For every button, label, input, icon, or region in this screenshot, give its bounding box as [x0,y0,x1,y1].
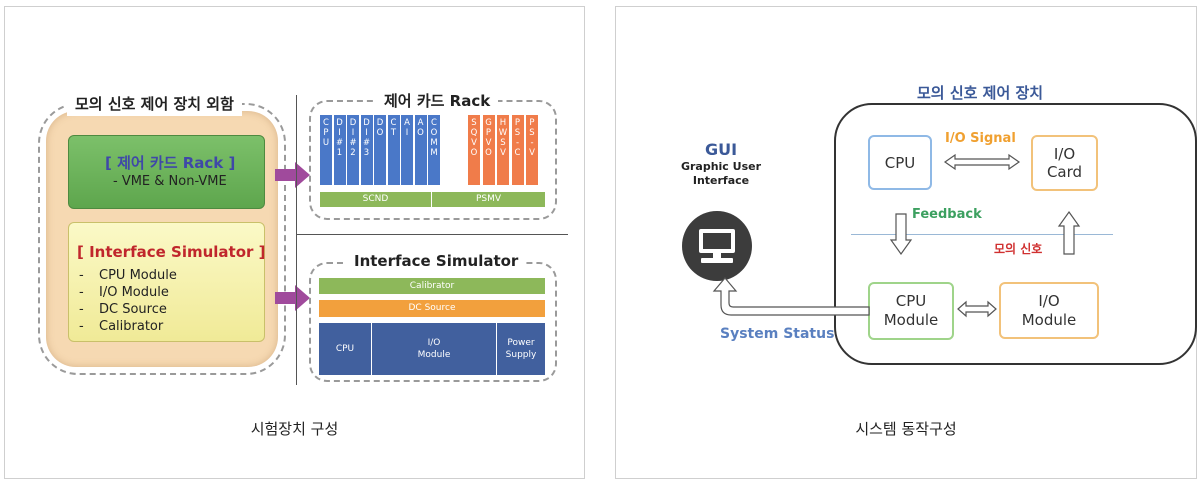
io-card-box: I/O Card [1031,135,1098,191]
cpu-box: CPU [868,135,932,190]
module-io: I/O Module [372,323,496,375]
feedback-divider [851,234,1113,235]
right-panel: GUI Graphic User Interface 모의 신호 제어 장치 C… [615,6,1197,479]
module-power-supply: Power Supply [497,323,545,375]
computer-icon [682,211,752,281]
gui-subtitle: Graphic User Interface [680,160,762,187]
io-card-label: I/O Card [1046,145,1083,181]
module-row: CPU I/O Module Power Supply [319,323,545,375]
arrow-to-simulator-icon [275,285,310,311]
rack-bar-psmv: PSMV [432,192,545,207]
simulator-box-title: [ Interface Simulator ] [77,243,266,261]
io-signal-label: I/O Signal [945,131,1016,146]
io-signal-arrow-icon [943,153,1021,171]
left-panel: 모의 신호 제어 장치 외함 [ 제어 카드 Rack ] - VME & No… [4,6,585,479]
system-status-label: System Status [720,326,835,342]
rack-box-detail: - VME & Non-VME [113,174,227,189]
simulator-panel-title: Interface Simulator [346,251,527,271]
cpu-label: CPU [884,153,916,172]
io-module-label: I/O Module [1021,291,1077,329]
rack-box: [ 제어 카드 Rack ] - VME & Non-VME [68,135,265,209]
simulator-item: -DC Source [79,302,167,317]
down-arrow-icon [889,213,913,256]
arrow-to-rack-icon [275,162,310,188]
device-outline [834,103,1197,365]
left-caption: 시험장치 구성 [250,420,339,438]
sim-signal-label: 모의 신호 [994,242,1043,256]
io-module-box: I/O Module [999,282,1099,339]
simulator-item: -Calibrator [79,319,164,334]
rack-bar-scnd-label: SCND [362,194,389,204]
module-cpu: CPU [319,323,371,375]
simulator-item-list: -CPU Module -I/O Module -DC Source -Cali… [79,267,177,335]
calibrator-label: Calibrator [409,281,455,291]
device-title: 모의 신호 제어 장치 [911,82,1050,103]
up-arrow-icon [1057,210,1081,255]
feedback-label: Feedback [912,207,982,222]
module-link-arrow-icon [957,300,997,318]
gui-title: GUI [704,140,738,159]
dc-source-label: DC Source [408,303,456,313]
cpu-module-label: CPU Module [883,292,939,329]
simulator-box: [ Interface Simulator ] -CPU Module -I/O… [68,222,265,342]
enclosure-title: 모의 신호 제어 장치 외함 [67,91,242,116]
vertical-divider [296,95,297,385]
calibrator-bar: Calibrator [319,278,545,294]
rack-bar-scnd: SCND [320,192,431,207]
dc-source-bar: DC Source [319,300,545,317]
right-caption: 시스템 동작구성 [855,420,957,438]
rack-box-title: [ 제어 카드 Rack ] [105,154,236,172]
rack-bar-psmv-label: PSMV [475,194,502,204]
horizontal-divider [296,234,568,235]
system-status-arrow-icon [712,277,870,316]
monitor-icon [699,229,735,263]
rack-panel-title: 제어 카드 Rack [376,89,499,112]
simulator-item: -CPU Module [79,268,177,283]
cpu-module-box: CPU Module [868,282,954,340]
simulator-item: -I/O Module [79,285,169,300]
